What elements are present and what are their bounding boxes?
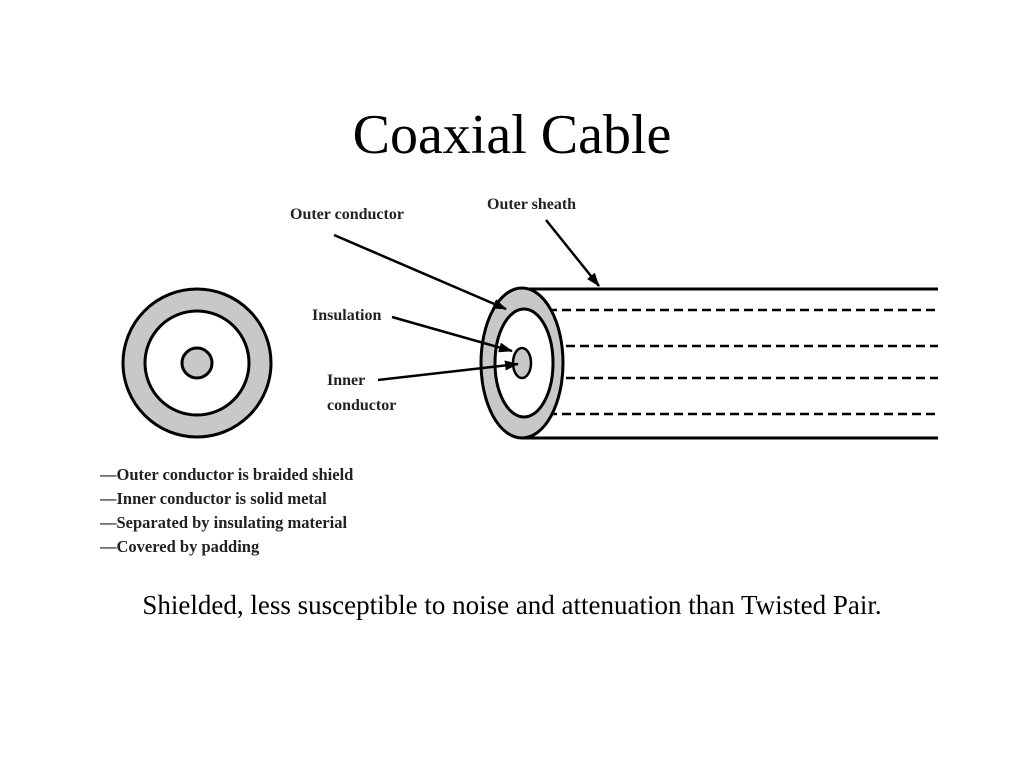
slide-title: Coaxial Cable — [352, 104, 672, 166]
cable-body — [479, 286, 938, 440]
arrow-insulation — [391, 315, 513, 353]
feature-item: —Covered by padding — [100, 537, 260, 556]
cross-section-inner-conductor — [180, 346, 214, 380]
arrow-inner-conductor — [377, 360, 519, 382]
label-outer-sheath: Outer sheath — [487, 196, 576, 213]
arrow-outer-sheath — [545, 219, 600, 287]
slide-caption: Shielded, less susceptible to noise and … — [142, 590, 882, 620]
cable-end-inner-conductor — [511, 346, 533, 380]
label-insulation: Insulation — [312, 307, 381, 324]
label-outer-conductor: Outer conductor — [290, 206, 404, 223]
label-inner-conductor-line-1: Inner — [327, 372, 365, 389]
label-inner-conductor-line-2: conductor — [327, 397, 396, 414]
feature-item: —Separated by insulating material — [100, 513, 348, 532]
arrow-outer-conductor — [333, 233, 507, 311]
cross-section — [121, 287, 273, 439]
feature-item: —Inner conductor is solid metal — [100, 489, 327, 508]
feature-item: —Outer conductor is braided shield — [100, 465, 354, 484]
feature-list: —Outer conductor is braided shield —Inne… — [100, 463, 353, 559]
